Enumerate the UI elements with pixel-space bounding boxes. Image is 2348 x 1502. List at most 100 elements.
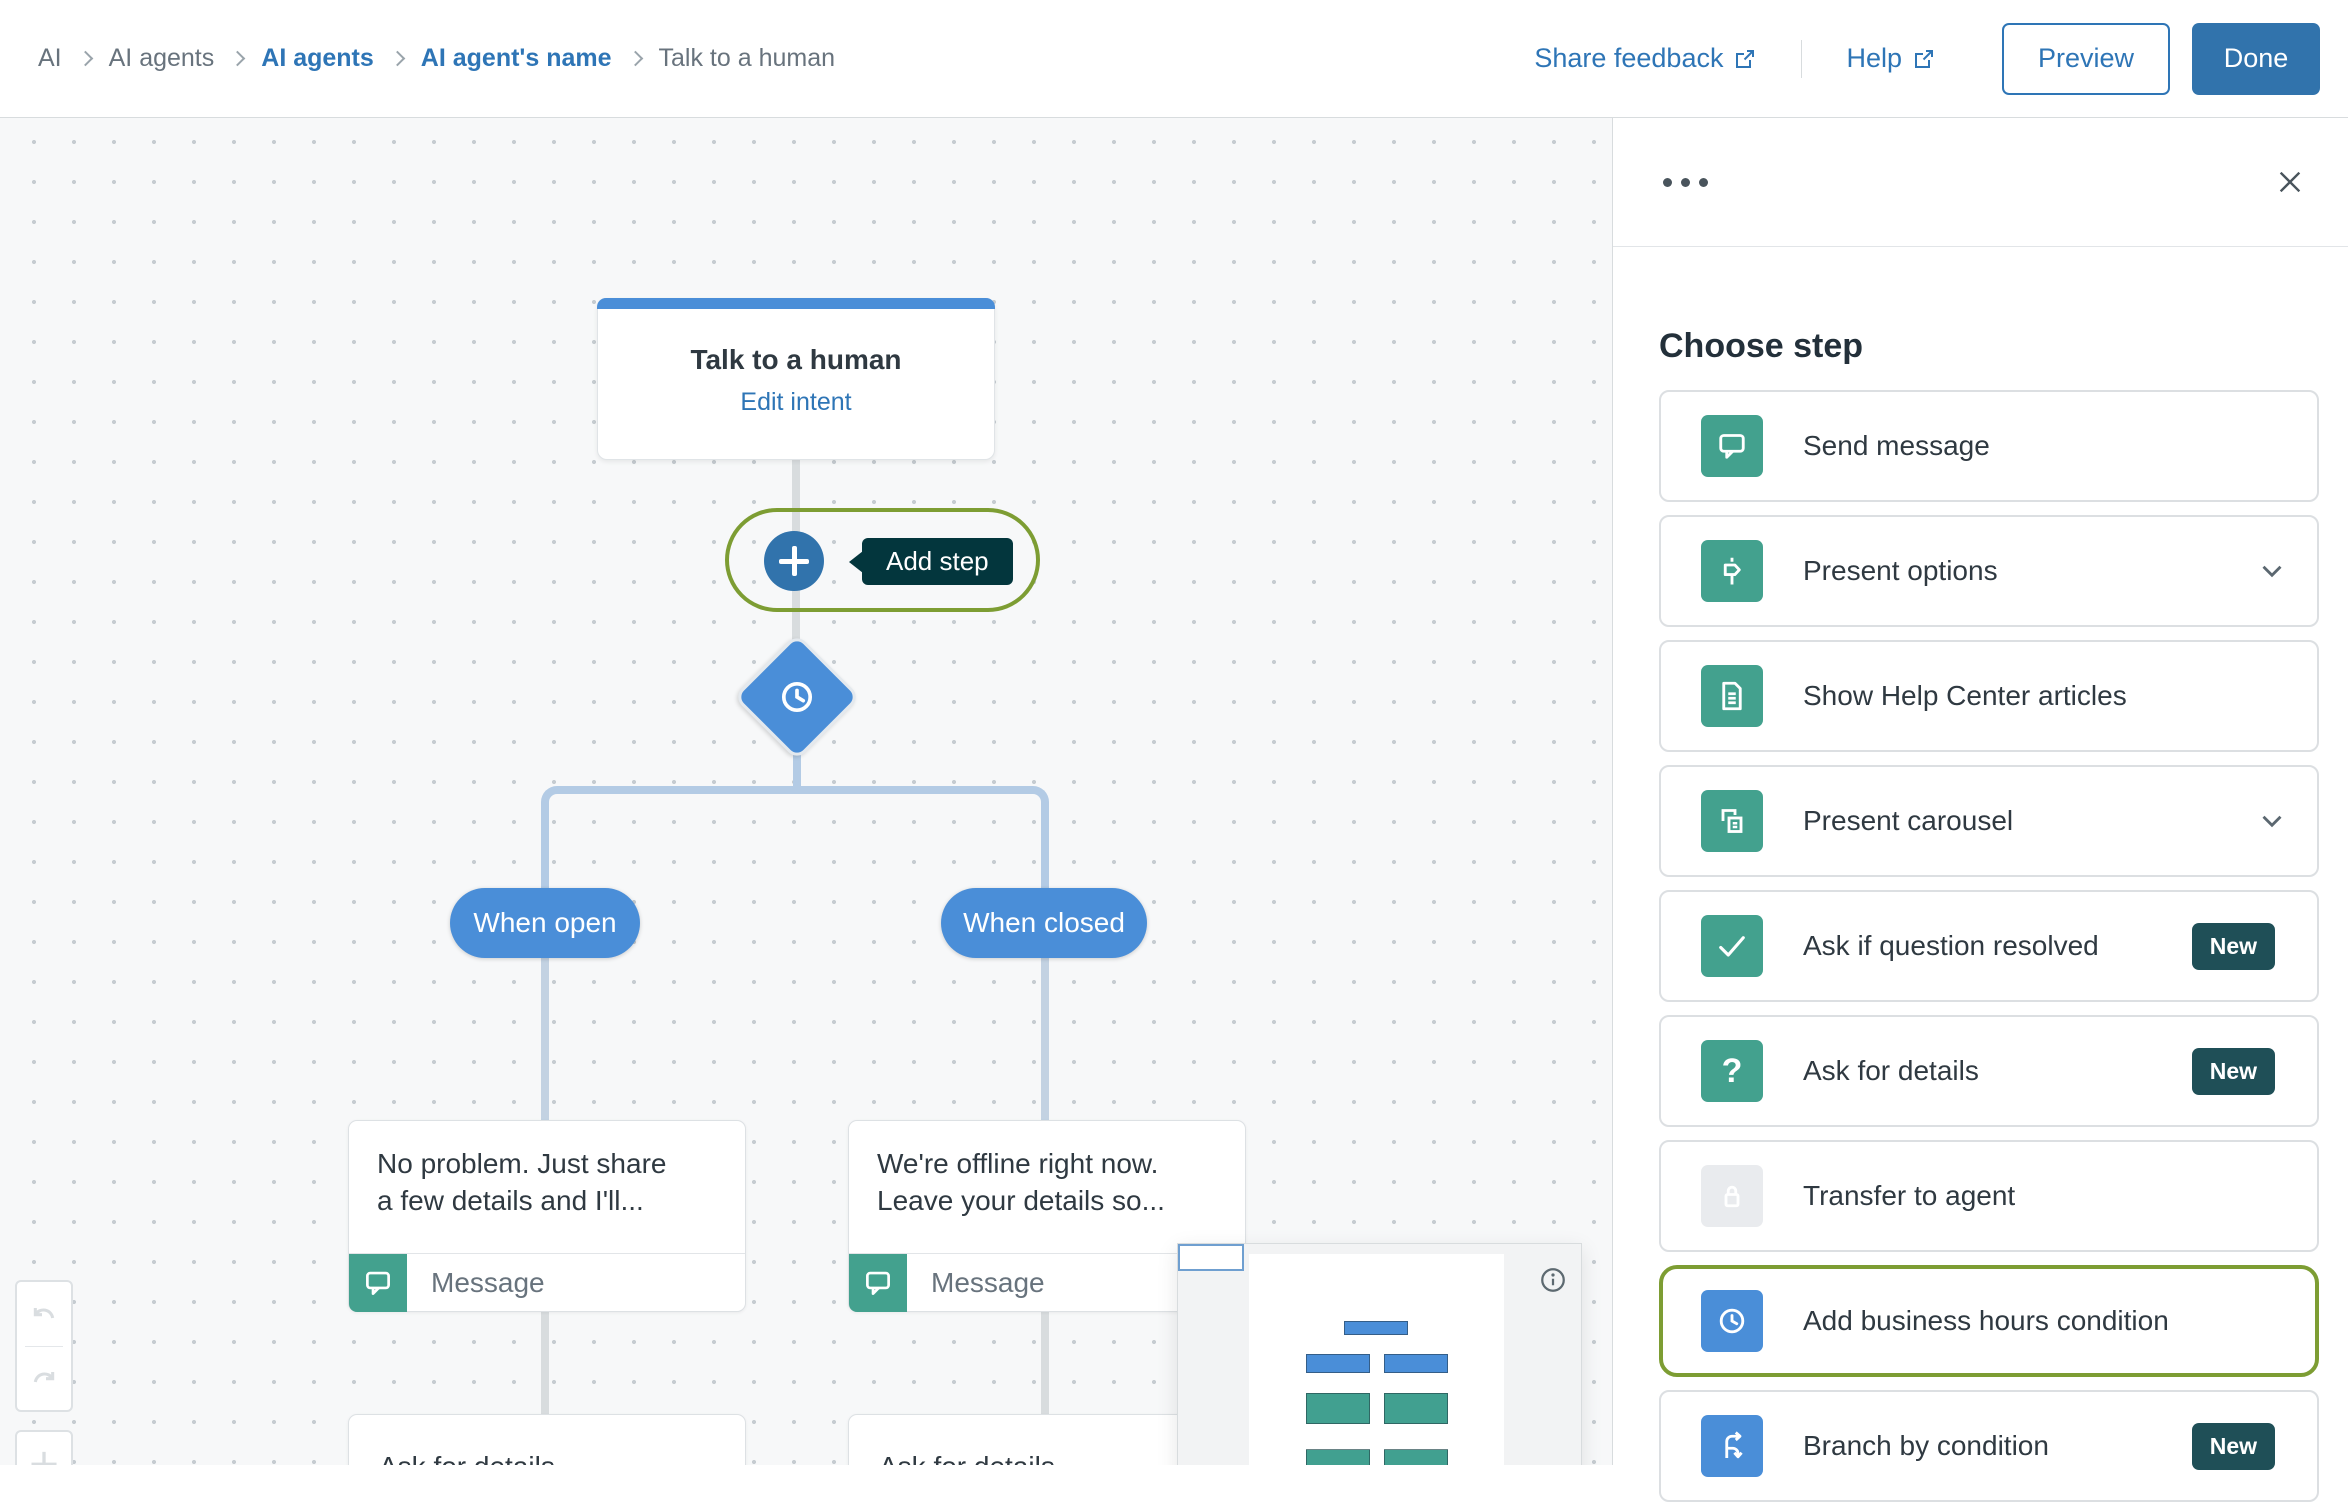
edit-intent-link[interactable]: Edit intent [740, 388, 852, 416]
step-label: Add business hours condition [1803, 1305, 2169, 1336]
help-label: Help [1846, 43, 1902, 73]
intent-node-accent-bar [597, 298, 995, 309]
lock-icon [1701, 1165, 1763, 1227]
branch-when-open[interactable]: When open [450, 888, 640, 958]
minimap-node [1344, 1321, 1408, 1335]
panel-header [1613, 118, 2348, 247]
topbar-actions: Share feedback Help Preview Done [1534, 22, 2320, 95]
step-label: Transfer to agent [1803, 1180, 2016, 1211]
divider [25, 1345, 63, 1347]
branch-icon [1701, 1415, 1763, 1477]
add-step-tooltip: Add step [862, 538, 1013, 585]
carousel-icon [1701, 790, 1763, 852]
flow-canvas[interactable]: Talk to a human Edit intent Add step Whe… [0, 118, 1613, 1465]
branch-when-closed[interactable]: When closed [941, 888, 1147, 958]
message-node-footer: Message [349, 1253, 745, 1312]
breadcrumb-item-ai-agents[interactable]: AI agents [108, 44, 215, 72]
minimap-node [1384, 1354, 1448, 1373]
branch-connector [541, 786, 1049, 888]
message-line: We're offline right now. [877, 1148, 1159, 1179]
business-hours-condition-node[interactable] [733, 633, 861, 761]
info-icon[interactable] [1538, 1265, 1568, 1300]
close-icon [2279, 171, 2301, 193]
topbar-divider [1801, 39, 1803, 78]
message-line: No problem. Just share [377, 1148, 667, 1179]
panel-title: Choose step [1659, 327, 1864, 365]
minimap-intent-node [1178, 1244, 1244, 1271]
zoom-controls: + − [15, 1430, 73, 1465]
panel-body: Choose step Send message Present options… [1613, 247, 2348, 1502]
step-present-carousel[interactable]: Present carousel [1659, 765, 2319, 877]
node-title: Ask for details [379, 1451, 555, 1465]
breadcrumb-link-ai-agents[interactable]: AI agents [261, 44, 374, 72]
minimap-node [1384, 1393, 1448, 1424]
step-send-message[interactable]: Send message [1659, 390, 2319, 502]
new-badge: New [2191, 922, 2275, 970]
step-label: Show Help Center articles [1803, 680, 2127, 711]
step-transfer-to-agent[interactable]: Transfer to agent [1659, 1140, 2319, 1252]
step-ask-if-question-resolved[interactable]: Ask if question resolved New [1659, 890, 2319, 1002]
breadcrumb: AI AI agents AI agents AI agent's name T… [38, 44, 835, 73]
chevron-down-icon[interactable] [2255, 804, 2289, 838]
step-add-business-hours-condition[interactable]: Add business hours condition [1659, 1265, 2319, 1377]
clock-icon [781, 681, 813, 713]
step-ask-for-details[interactable]: ? Ask for details New [1659, 1015, 2319, 1127]
message-node-open[interactable]: No problem. Just share a few details and… [348, 1120, 746, 1312]
step-label: Present options [1803, 555, 1998, 586]
breadcrumb-link-agent-name[interactable]: AI agent's name [420, 44, 612, 72]
message-text: We're offline right now. Leave your deta… [849, 1121, 1245, 1253]
step-branch-by-condition[interactable]: Branch by condition New [1659, 1390, 2319, 1502]
step-label: Branch by condition [1803, 1430, 2049, 1461]
preview-button[interactable]: Preview [2002, 22, 2170, 95]
undo-button[interactable] [17, 1282, 71, 1346]
add-step-button[interactable] [764, 531, 824, 591]
share-feedback-label: Share feedback [1534, 43, 1724, 73]
new-badge: New [2191, 1422, 2275, 1470]
choose-step-panel: Choose step Send message Present options… [1612, 118, 2348, 1502]
step-label: Ask if question resolved [1803, 930, 2099, 961]
external-link-icon [1915, 49, 1933, 68]
intent-node[interactable]: Talk to a human Edit intent [597, 298, 995, 460]
step-present-options[interactable]: Present options [1659, 515, 2319, 627]
document-icon [1701, 665, 1763, 727]
message-text: No problem. Just share a few details and… [349, 1121, 745, 1253]
external-link-icon [1736, 49, 1755, 68]
message-type-label: Message [431, 1266, 545, 1298]
chat-icon [849, 1253, 907, 1312]
minimap-node [1384, 1449, 1448, 1465]
minimap-node [1306, 1354, 1370, 1373]
plus-icon: + [27, 1440, 61, 1465]
zoom-in-button[interactable]: + [17, 1432, 71, 1465]
check-icon [1701, 915, 1763, 977]
flow-minimap [1177, 1243, 1582, 1465]
chevron-right-icon [229, 50, 246, 67]
message-line: Leave your details so... [877, 1185, 1165, 1216]
clock-icon [1701, 1290, 1763, 1352]
message-line: a few details and I'll... [377, 1185, 644, 1216]
message-type-label: Message [931, 1266, 1045, 1298]
add-step-highlight-outline [725, 508, 1040, 612]
step-label: Send message [1803, 430, 1990, 461]
connector-line [793, 740, 801, 792]
close-panel-button[interactable] [2274, 166, 2306, 198]
connector-line [541, 1310, 549, 1414]
minimap-viewport [1249, 1254, 1504, 1465]
share-feedback-link[interactable]: Share feedback [1534, 43, 1757, 74]
minimap-node [1306, 1393, 1370, 1424]
chevron-right-icon [77, 50, 93, 67]
overflow-menu-button[interactable] [1663, 177, 1708, 187]
minimap-node [1306, 1449, 1370, 1465]
intent-node-title: Talk to a human [690, 344, 902, 375]
breadcrumb-item-ai[interactable]: AI [38, 44, 62, 72]
undo-icon [33, 1307, 55, 1319]
help-link[interactable]: Help [1846, 43, 1936, 74]
redo-button[interactable] [17, 1347, 71, 1411]
redo-icon [33, 1372, 55, 1383]
step-show-help-center-articles[interactable]: Show Help Center articles [1659, 640, 2319, 752]
step-label: Ask for details [1803, 1055, 1979, 1086]
done-button[interactable]: Done [2192, 22, 2320, 95]
chevron-down-icon[interactable] [2255, 554, 2289, 588]
connector-line [1041, 958, 1049, 1120]
ask-for-details-node[interactable]: Ask for details [348, 1414, 746, 1465]
chat-icon [349, 1253, 407, 1312]
